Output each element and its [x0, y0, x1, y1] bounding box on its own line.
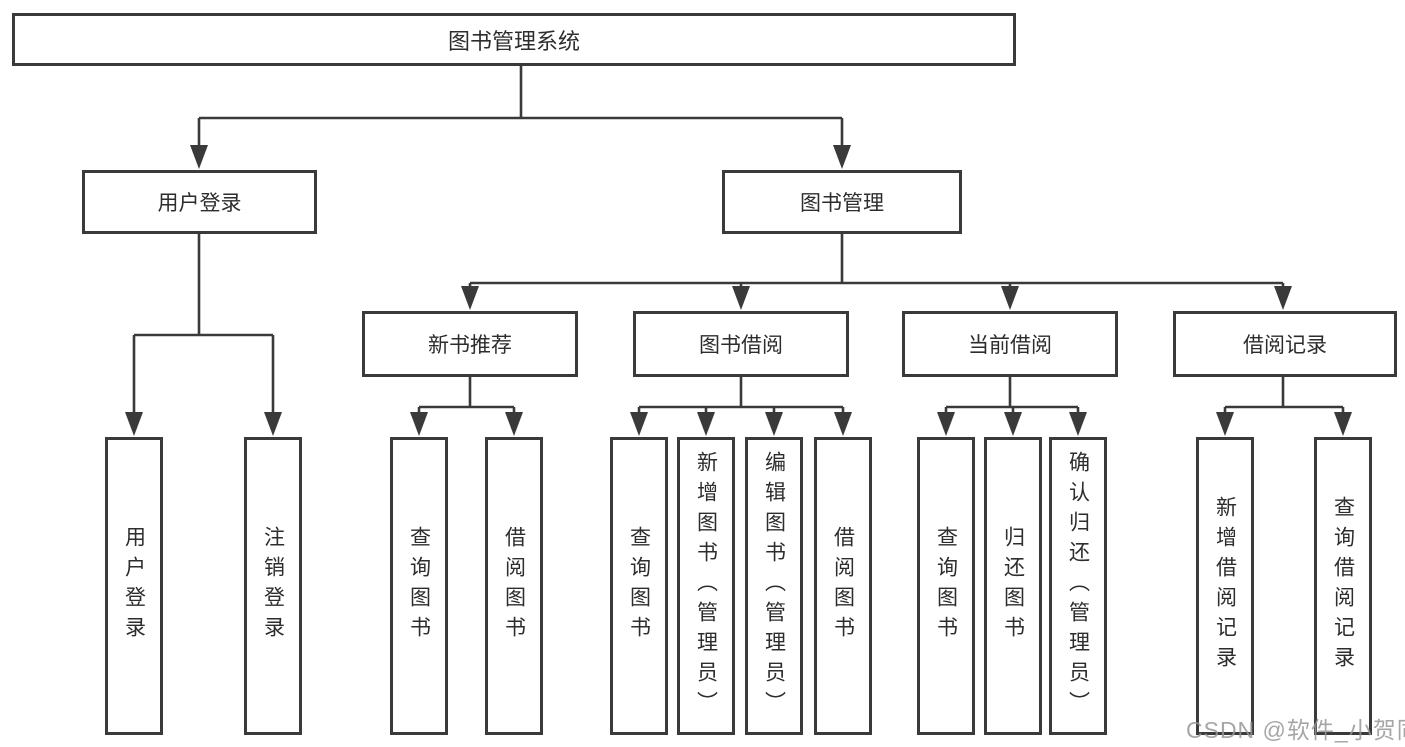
leaf-query-books-recommend: 查询图书 — [390, 437, 448, 735]
node-label: 图书借阅 — [699, 334, 783, 357]
node-library-management-system: 图书管理系统 — [12, 13, 1016, 66]
leaf-add-borrow-record: 新增借阅记录 — [1196, 437, 1254, 735]
node-label: 新书推荐 — [428, 334, 512, 357]
leaf-return-books: 归还图书 — [984, 437, 1042, 735]
node-label: 图书管理 — [800, 192, 884, 215]
node-label: 新增借阅记录 — [1213, 496, 1237, 676]
leaf-query-borrow-record: 查询借阅记录 — [1314, 437, 1372, 735]
node-borrowing-records: 借阅记录 — [1173, 311, 1397, 377]
node-book-borrowing: 图书借阅 — [633, 311, 849, 377]
node-label: 借阅图书 — [831, 526, 855, 646]
node-label: 查询图书 — [934, 526, 958, 646]
node-label: 用户登录 — [157, 192, 242, 215]
leaf-user-login: 用户登录 — [105, 437, 163, 735]
leaf-borrow-books-borrow: 借阅图书 — [814, 437, 872, 735]
node-label: 当前借阅 — [968, 334, 1052, 357]
leaf-edit-books-admin: 编辑图书（管理员） — [745, 437, 803, 735]
node-label: 借阅记录 — [1243, 334, 1327, 357]
node-label: 确认归还（管理员） — [1066, 451, 1090, 721]
node-label: 图书管理系统 — [447, 28, 580, 54]
node-label: 新增图书（管理员） — [694, 451, 718, 721]
leaf-query-books-borrow: 查询图书 — [610, 437, 668, 735]
csdn-watermark: CSDN @软件_小贺同学 — [1186, 717, 1405, 743]
leaf-logout: 注销登录 — [244, 437, 302, 735]
node-label: 用户登录 — [122, 526, 146, 646]
node-label: 编辑图书（管理员） — [762, 451, 786, 721]
node-current-borrowing: 当前借阅 — [902, 311, 1118, 377]
leaf-add-books-admin: 新增图书（管理员） — [677, 437, 735, 735]
node-label: 注销登录 — [261, 526, 285, 646]
node-label: 查询借阅记录 — [1331, 496, 1355, 676]
leaf-query-books-current: 查询图书 — [917, 437, 975, 735]
node-label: 归还图书 — [1001, 526, 1025, 646]
node-label: 查询图书 — [407, 526, 431, 646]
leaf-borrow-books-recommend: 借阅图书 — [485, 437, 543, 735]
node-user-login: 用户登录 — [82, 170, 317, 234]
leaf-confirm-return-admin: 确认归还（管理员） — [1049, 437, 1107, 735]
node-new-book-recommendation: 新书推荐 — [362, 311, 578, 377]
node-label: 查询图书 — [627, 526, 651, 646]
node-book-management: 图书管理 — [722, 170, 962, 234]
node-label: 借阅图书 — [502, 526, 526, 646]
